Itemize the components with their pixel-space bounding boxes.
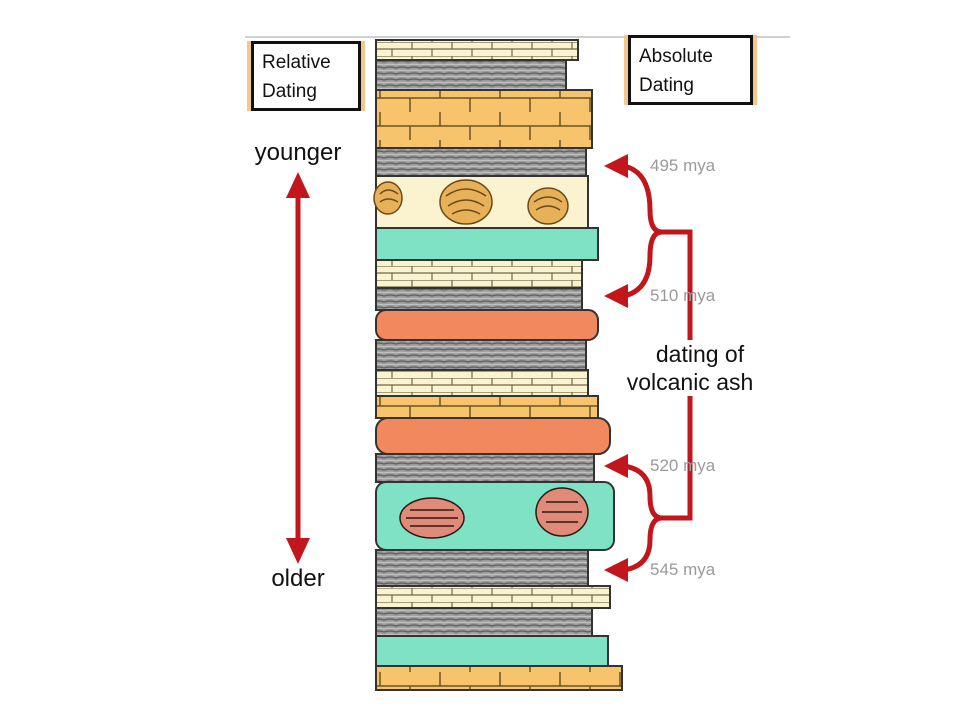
layer-sandstone-bottom [375,665,623,691]
layer-shale [375,147,587,177]
older-label: older [271,565,324,592]
absolute-dating-line1: Absolute [639,46,713,67]
layer-pale-limestone-top [375,39,579,61]
arrowhead-down-icon [286,538,310,564]
relative-dating-box: Relative Dating [251,41,361,111]
age-label: 545 mya [650,560,716,579]
layer-shale [375,549,589,587]
absolute-dating-line2: Dating [639,75,694,96]
layer-shale [375,59,567,91]
layer-orange [375,309,599,341]
layer-volcanic-ash [375,227,599,261]
rock-column [375,39,623,691]
age-label: 495 mya [650,156,716,175]
layer-orange [375,417,611,455]
layer-shale [375,607,593,637]
shell-fossils [373,179,569,225]
trilobite-fossils [399,487,589,539]
arrowhead-left-icon [604,154,628,178]
shell-fossil-icon [373,181,403,215]
ash-label-backdrop [638,340,762,396]
relative-dating-line2: Dating [262,81,317,102]
arrowhead-left-icon [604,454,628,478]
layer-sandstone [375,89,593,149]
age-label: 510 mya [650,286,716,305]
ash-label-line1: dating of [656,341,745,367]
relative-dating-line1: Relative [262,52,331,73]
arrowhead-left-icon [604,558,628,582]
arrowhead-left-icon [604,284,628,308]
absolute-dating-box: Absolute Dating [628,35,753,105]
ash-label-line2: volcanic ash [627,369,754,395]
arrowhead-up-icon [286,172,310,198]
age-label: 520 mya [650,456,716,475]
layer-shale [375,453,595,483]
layer-volcanic-ash [375,635,609,667]
younger-label: younger [255,139,342,166]
layer-sandstone [375,395,599,419]
layer-pale-limestone [375,259,583,289]
layer-pale-limestone [375,369,589,397]
layer-shale [375,287,583,311]
shell-fossil-icon [439,179,493,225]
layer-shale [375,339,587,371]
layer-pale-limestone [375,585,611,609]
